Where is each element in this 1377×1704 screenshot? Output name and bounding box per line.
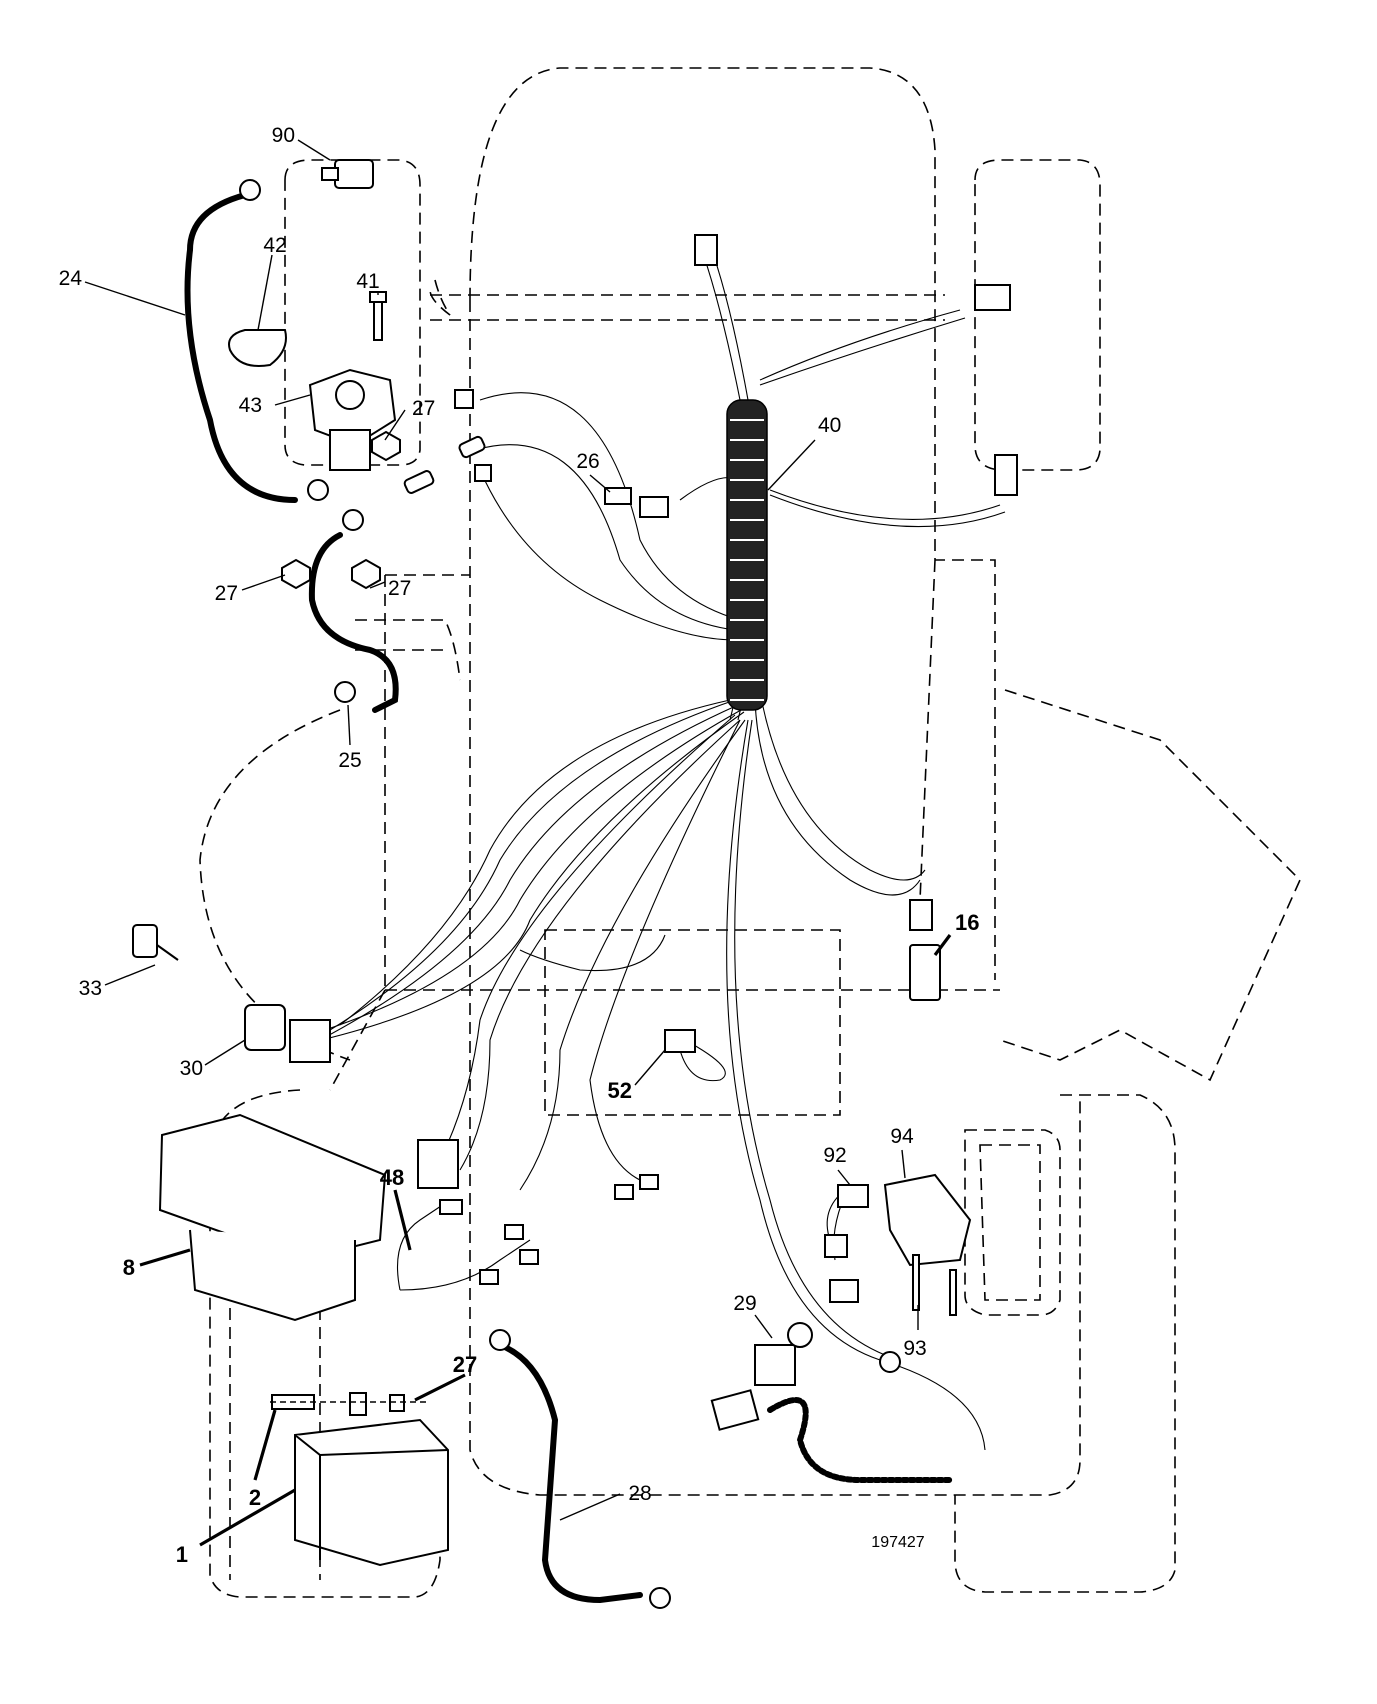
callout-92: 92 [823, 1144, 846, 1167]
part-callouts: 90 24 42 41 43 27 27 27 25 40 26 16 33 3… [59, 124, 980, 1567]
callout-1: 1 [176, 1542, 188, 1567]
tractor-outline [199, 67, 1301, 1598]
leader-lines [84, 139, 952, 1547]
callout-43: 43 [239, 394, 262, 417]
callout-24: 24 [59, 267, 83, 290]
callout-40: 40 [818, 414, 841, 437]
callout-26: 26 [576, 450, 599, 473]
callout-27-right-nut: 27 [388, 577, 411, 600]
battery-cables [184, 192, 953, 1604]
callout-30: 30 [180, 1057, 203, 1080]
callout-94: 94 [890, 1125, 914, 1148]
callout-33: 33 [79, 977, 102, 1000]
callout-48: 48 [380, 1165, 404, 1190]
callout-2: 2 [249, 1485, 261, 1510]
part-shapes [132, 159, 1018, 1609]
callout-8: 8 [123, 1255, 135, 1280]
callout-28: 28 [628, 1482, 651, 1505]
callout-25: 25 [338, 749, 361, 772]
callout-41: 41 [356, 270, 379, 293]
wire-harness [299, 244, 1006, 1451]
callout-52: 52 [608, 1078, 632, 1103]
callout-42: 42 [263, 234, 286, 257]
harness-loom [726, 399, 768, 711]
callout-90: 90 [272, 124, 295, 147]
drawing-number: 197427 [871, 1534, 924, 1551]
callout-27-battery: 27 [453, 1352, 477, 1377]
callout-29: 29 [733, 1292, 756, 1315]
callout-27-solenoid: 27 [412, 397, 435, 420]
callout-93: 93 [903, 1337, 926, 1360]
callout-27-left-nut: 27 [215, 582, 238, 605]
callout-16: 16 [955, 910, 979, 935]
